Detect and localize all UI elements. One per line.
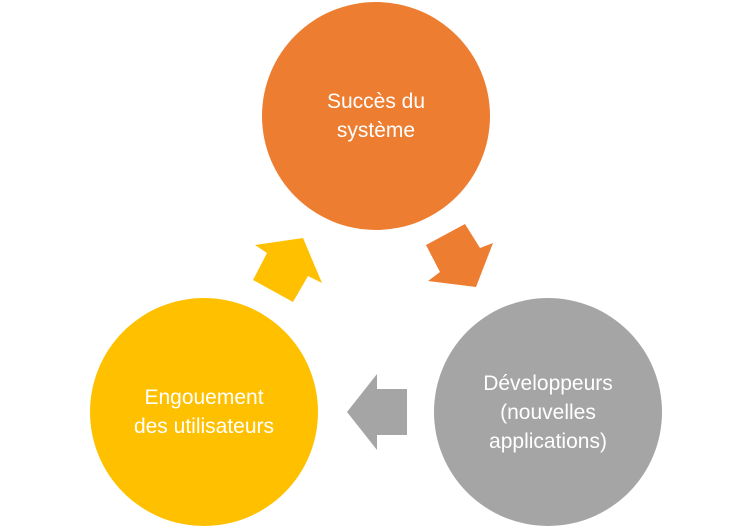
node-developers-label: Développeurs (nouvelles applications)	[483, 371, 613, 453]
node-users-label: Engouement des utilisateurs	[133, 386, 275, 438]
node-success: Succès du système	[262, 2, 490, 230]
node-users: Engouement des utilisateurs	[90, 298, 318, 526]
arrow-users-to-success	[253, 238, 322, 302]
arrow-success-to-developers	[426, 224, 493, 287]
node-success-label: Succès du système	[326, 90, 426, 142]
arrow-developers-to-users	[347, 374, 407, 450]
node-developers: Développeurs (nouvelles applications)	[434, 298, 662, 526]
